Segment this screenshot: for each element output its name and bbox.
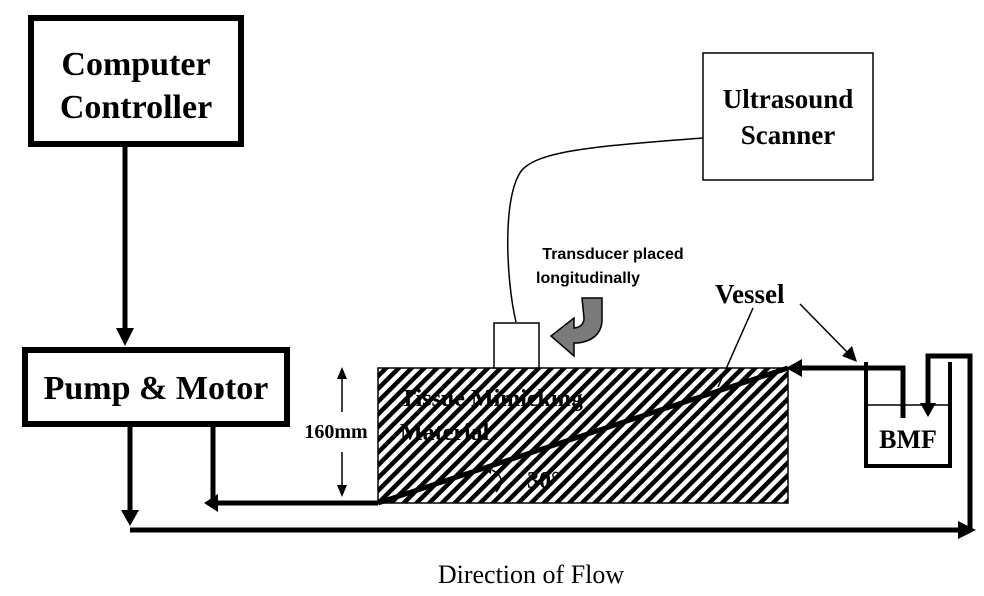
computer-controller-line2: Controller bbox=[60, 89, 212, 126]
bmf-pointer-arrowhead-icon bbox=[842, 346, 857, 362]
ultrasound-scanner-line1: Ultrasound bbox=[723, 84, 854, 114]
pump-motor-box: Pump & Motor bbox=[22, 347, 290, 427]
bmf-supply-pipe bbox=[920, 353, 973, 530]
bmf-label: BMF bbox=[879, 425, 937, 454]
angle-arrow-icon bbox=[482, 463, 492, 474]
vessel-pointer-line bbox=[717, 307, 754, 388]
computer-controller-box: Computer Controller bbox=[28, 15, 244, 147]
pump-motor-label: Pump & Motor bbox=[44, 370, 269, 407]
transducer-label-line2: longitudinally bbox=[536, 270, 640, 287]
ultrasound-scanner-line2: Scanner bbox=[741, 120, 836, 150]
tissue-label-line2: Material bbox=[400, 420, 490, 446]
tissue-label-line1: Tissue Mimicking bbox=[400, 386, 583, 412]
return-pipe-to-pump bbox=[204, 426, 378, 512]
transducer-cable bbox=[507, 137, 704, 323]
angle-label: 30° bbox=[527, 468, 561, 494]
bmf-pointer-line bbox=[799, 303, 849, 354]
depth-dimension: 160mm bbox=[304, 367, 368, 497]
pump-outlet-pipe bbox=[121, 426, 139, 526]
computer-controller-line1: Computer bbox=[61, 46, 210, 83]
bmf-reservoir: BMF bbox=[864, 362, 952, 468]
controller-to-pump-arrow bbox=[116, 144, 134, 346]
direction-of-flow-caption: Direction of Flow bbox=[438, 560, 625, 589]
angle-arc bbox=[491, 469, 502, 493]
vessel-pipe bbox=[377, 365, 789, 506]
transducer-label-line1: Transducer placed bbox=[542, 246, 683, 263]
transducer-pointer-arrow-icon bbox=[549, 297, 603, 358]
bmf-outlet-pipe bbox=[786, 359, 906, 418]
vessel-label: Vessel bbox=[715, 279, 785, 309]
transducer bbox=[493, 322, 540, 369]
depth-label: 160mm bbox=[304, 421, 368, 443]
ultrasound-scanner-box: Ultrasound Scanner bbox=[702, 52, 874, 181]
bottom-flow-line bbox=[130, 521, 976, 539]
